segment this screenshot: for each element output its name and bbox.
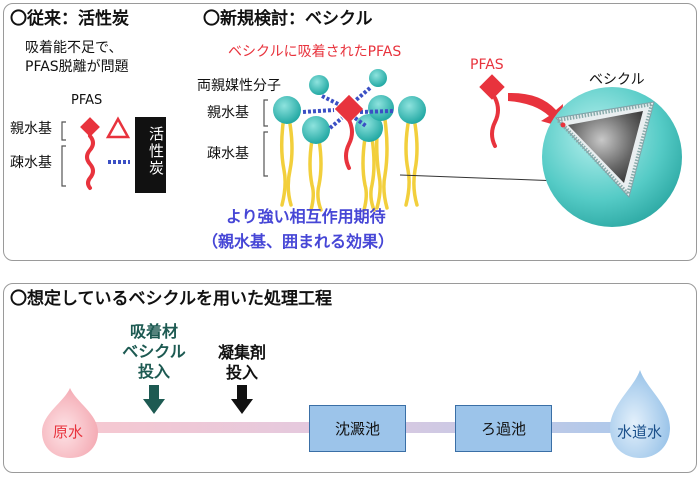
coagulant-label-line1: 凝集剤 bbox=[217, 343, 266, 362]
vesicle-cutaway-membrane bbox=[553, 101, 655, 198]
bracket-hydrophilic bbox=[61, 121, 66, 141]
amphiphile-label: 両親媒性分子 bbox=[197, 78, 281, 94]
pfas-head-icon bbox=[80, 117, 100, 137]
adsorbent-label-line2: ベシクル bbox=[122, 342, 186, 361]
conventional-desc-line1: 吸着能不足で、 bbox=[25, 40, 123, 56]
raw-water-label: 原水 bbox=[53, 423, 84, 441]
activated-carbon-label: 活性炭 bbox=[147, 126, 165, 177]
adsorbed-pfas-dot bbox=[560, 122, 566, 128]
activated-carbon-block bbox=[135, 117, 166, 193]
free-pfas-label: PFAS bbox=[470, 57, 504, 73]
pfas-approach-icon bbox=[490, 96, 500, 148]
bottom-panel bbox=[3, 283, 697, 473]
lipid-head bbox=[368, 95, 394, 121]
lipid-head bbox=[398, 96, 426, 124]
leader-line bbox=[399, 174, 561, 182]
dotted-interactions bbox=[302, 86, 394, 130]
adsorbent-label: 吸着材 ベシクル 投入 bbox=[104, 322, 204, 382]
tap-water-label: 水道水 bbox=[617, 423, 663, 441]
lipid-head bbox=[302, 116, 330, 144]
vesicle-heading: 〇新規検討：ベシクル bbox=[203, 9, 373, 29]
conventional-hydrophobic-label: 疎水基 bbox=[10, 155, 52, 171]
adsorbent-arrow-icon bbox=[143, 385, 165, 414]
pfas-tail-adsorbed bbox=[344, 118, 354, 170]
conventional-diagram bbox=[61, 116, 166, 193]
adsorbent-label-line1: 吸着材 bbox=[129, 322, 178, 341]
coagulant-label-line2: 投入 bbox=[225, 363, 258, 382]
filtration-tank: ろ過池 bbox=[455, 405, 552, 452]
vesicle-hydrophobic-label: 疎水基 bbox=[207, 146, 249, 162]
lipid-head bbox=[369, 69, 387, 87]
adsorbed-pfas-label: ベシクルに吸着されたPFAS bbox=[228, 44, 402, 60]
tap-water-drop bbox=[610, 370, 670, 458]
vesicle-diagram bbox=[479, 74, 682, 227]
bracket-hydrophobic-mid bbox=[263, 131, 268, 177]
conventional-desc-line2: PFAS脱離が問題 bbox=[25, 59, 129, 75]
vesicle-bilayer-diagram bbox=[263, 69, 561, 212]
conventional-hydrophilic-label: 親水基 bbox=[10, 121, 52, 137]
adsorbent-label-line3: 投入 bbox=[137, 362, 170, 381]
lipid-head bbox=[273, 96, 301, 124]
raw-water-drop bbox=[42, 388, 98, 458]
pfas-head-free bbox=[479, 74, 505, 100]
conventional-pfas-label: PFAS bbox=[71, 93, 103, 108]
coagulant-arrow-icon bbox=[231, 385, 253, 414]
pfas-tail-icon bbox=[85, 134, 95, 190]
process-heading: 〇想定しているベシクルを用いた処理工程 bbox=[10, 289, 332, 309]
coagulant-label: 凝集剤 投入 bbox=[202, 343, 282, 383]
bracket-hydrophilic-mid bbox=[263, 99, 268, 127]
sedimentation-tank: 沈澱池 bbox=[309, 405, 406, 452]
expectation-line2: （親水基、囲まれる効果） bbox=[202, 232, 395, 251]
vesicle-core bbox=[568, 111, 643, 183]
warning-triangle-icon bbox=[105, 116, 131, 139]
conventional-heading: 〇従来：活性炭 bbox=[10, 9, 129, 29]
vesicle-label: ベシクル bbox=[589, 72, 645, 88]
vesicle-hydrophilic-label: 親水基 bbox=[207, 105, 249, 121]
lipid-head bbox=[309, 75, 329, 95]
bracket-hydrophobic bbox=[61, 145, 66, 187]
approach-arrow bbox=[508, 92, 563, 127]
expectation-line1: より強い相互作用期待 bbox=[226, 207, 386, 226]
